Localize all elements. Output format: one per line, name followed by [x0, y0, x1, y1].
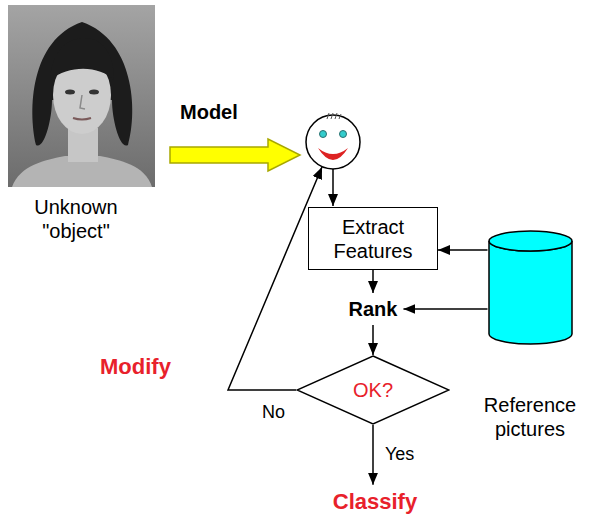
- flow-arrow: [372, 325, 374, 355]
- smiley-model: [306, 113, 360, 169]
- branch-label: Yes: [385, 444, 414, 466]
- result-step: Classify: [327, 485, 423, 519]
- process-box: Extract Features: [308, 207, 438, 270]
- node-text: Reference pictures: [470, 393, 590, 441]
- model-arrow: [170, 139, 300, 171]
- process-step: Rank: [343, 293, 404, 325]
- flow-arrow: [438, 249, 488, 251]
- loop-label: Modify: [100, 354, 171, 380]
- flow-arrow: [403, 308, 487, 310]
- flow-arrow: [332, 169, 334, 206]
- flow-arrow: [372, 425, 374, 485]
- database-cylinder: Reference pictures: [470, 230, 590, 441]
- node-text: Classify: [333, 489, 417, 515]
- node-text: OK?: [353, 378, 393, 402]
- decision-diamond: OK?: [296, 355, 450, 425]
- modify-loop: [228, 167, 322, 390]
- face-photo: [8, 5, 155, 187]
- arrow-label: Model: [180, 100, 238, 124]
- object-caption: Unknown "object": [15, 195, 137, 243]
- branch-label: No: [262, 402, 285, 424]
- flow-arrow: [372, 270, 374, 293]
- node-text: Rank: [349, 297, 398, 321]
- node-text: Extract Features: [317, 215, 429, 263]
- cylinder-outline: [488, 230, 573, 345]
